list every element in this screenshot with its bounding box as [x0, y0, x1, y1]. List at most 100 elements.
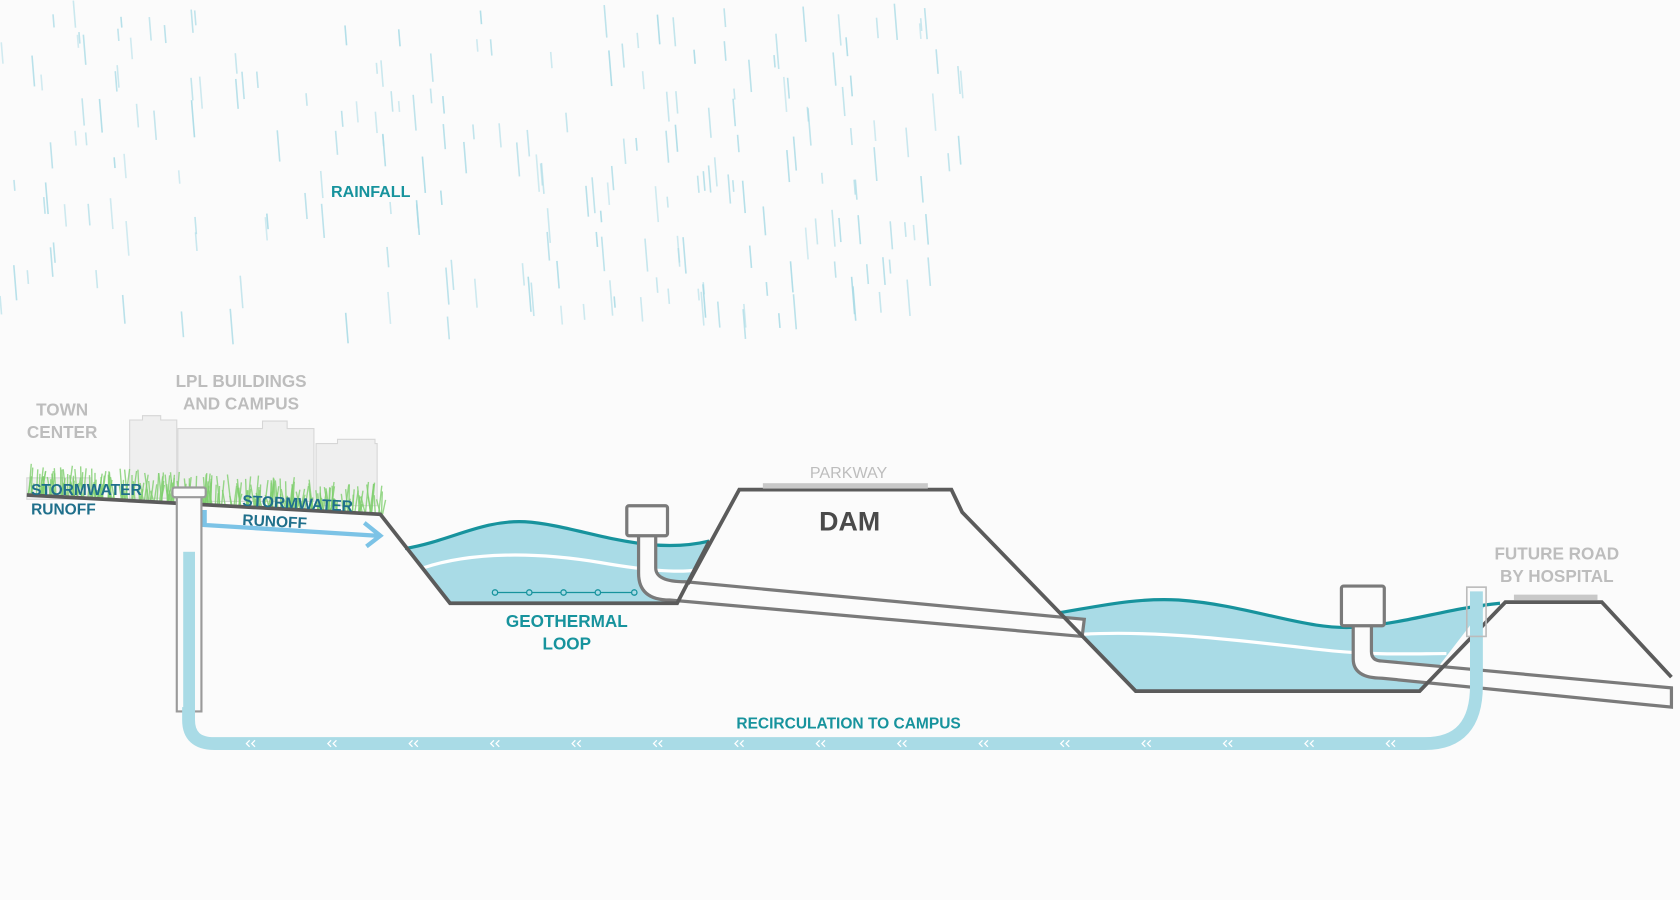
rain-drop: [903, 222, 907, 237]
grass-blade: [218, 485, 221, 506]
rain-drop: [40, 74, 44, 91]
rain-drop: [672, 17, 677, 47]
grass-blade: [158, 473, 163, 503]
rain-drop: [556, 260, 560, 289]
rain-drop: [920, 176, 924, 203]
rain-drop: [194, 232, 198, 251]
rain-drop: [234, 78, 239, 109]
rain-drop: [723, 8, 727, 28]
rain-drop: [530, 282, 535, 317]
rain-drop: [239, 275, 244, 309]
rain-drop: [736, 134, 740, 153]
rain-drop: [264, 217, 268, 241]
rain-drop: [609, 280, 614, 316]
rain-drop: [473, 278, 478, 308]
rain-drop: [927, 257, 932, 286]
rain-drop: [515, 142, 521, 177]
rain-drop: [656, 14, 661, 45]
town-center-label-2: CENTER: [27, 422, 98, 442]
grass-blade: [132, 481, 136, 501]
grass-blade: [247, 476, 252, 508]
rain-drop: [838, 217, 842, 243]
grass: [27, 463, 387, 515]
rain-drop: [814, 218, 819, 245]
rain-drop: [925, 214, 930, 245]
well: [171, 486, 207, 713]
rain-drop: [831, 209, 836, 247]
rain-drop: [74, 130, 77, 146]
rain-drop: [599, 210, 603, 223]
rain-drop: [380, 60, 384, 87]
stormwater-label-right: STORMWATER: [242, 493, 353, 516]
rain-drop: [837, 14, 842, 46]
rain-drop: [276, 130, 281, 162]
rain-drop: [742, 309, 747, 340]
rain-drop: [741, 180, 747, 214]
rain-drop: [475, 39, 479, 52]
grass-blade: [62, 469, 67, 498]
rain-drop: [845, 37, 849, 57]
flow-chevron: [1222, 739, 1233, 748]
flow-chevron: [326, 739, 337, 748]
rain-drop: [123, 153, 127, 179]
rain-drop: [675, 91, 679, 114]
rain-drop: [340, 110, 344, 127]
rain-drop: [849, 75, 854, 97]
rain-drop: [773, 54, 776, 68]
rain-drop: [44, 182, 49, 215]
pond-water: [405, 521, 710, 604]
rain-drop: [116, 65, 120, 88]
rain-drop: [707, 165, 712, 193]
rain-drop: [521, 263, 526, 286]
rain-drop: [677, 247, 681, 267]
grass-blade: [118, 485, 123, 501]
grass-blade: [107, 475, 110, 500]
rain-drop: [190, 9, 194, 33]
rain-drop: [786, 150, 791, 183]
rain-drop: [733, 88, 736, 100]
grass-blade: [347, 498, 351, 513]
rain-drop: [786, 77, 791, 99]
rain-drop: [421, 156, 427, 193]
rain-drop: [148, 17, 152, 41]
grass-blade: [131, 470, 138, 501]
flow-chevron: [571, 739, 582, 748]
rain-drop: [374, 111, 378, 134]
rain-drop: [882, 257, 886, 285]
rain-drop: [923, 8, 928, 40]
recirculation-pipe: [182, 591, 1483, 750]
grass-blade: [373, 495, 376, 515]
rain-drop: [674, 124, 679, 152]
rain-drop: [654, 186, 660, 223]
rain-drop: [716, 301, 721, 328]
rainfall-drops: [0, 0, 964, 345]
grass-blade: [150, 480, 155, 502]
rain-drop: [153, 110, 158, 140]
grass-blade: [123, 469, 129, 501]
rain-drop: [878, 291, 882, 313]
rain-drop: [849, 127, 853, 146]
rain-drop: [613, 296, 616, 308]
rain-drop: [693, 49, 696, 64]
rain-drop: [957, 65, 961, 95]
grass-blade: [358, 490, 364, 514]
grass-blade: [295, 489, 301, 510]
recirculation-label: RECIRCULATION TO CAMPUS: [736, 716, 960, 733]
grass-blade: [70, 481, 76, 498]
grass-blade: [90, 483, 95, 499]
rain-drop: [194, 216, 198, 235]
rain-drop: [540, 162, 545, 194]
grass-blade: [330, 486, 336, 512]
rain-drop: [666, 196, 669, 208]
rain-drop: [792, 136, 798, 171]
grass-blade: [87, 483, 91, 499]
flow-chevron: [978, 739, 989, 748]
future-road: [1513, 594, 1598, 600]
rain-drop: [489, 39, 493, 56]
rain-drop: [935, 49, 939, 74]
rain-drop: [121, 294, 126, 324]
rain-drop: [804, 227, 809, 260]
rain-drop: [180, 311, 185, 338]
rain-drop: [109, 198, 114, 230]
